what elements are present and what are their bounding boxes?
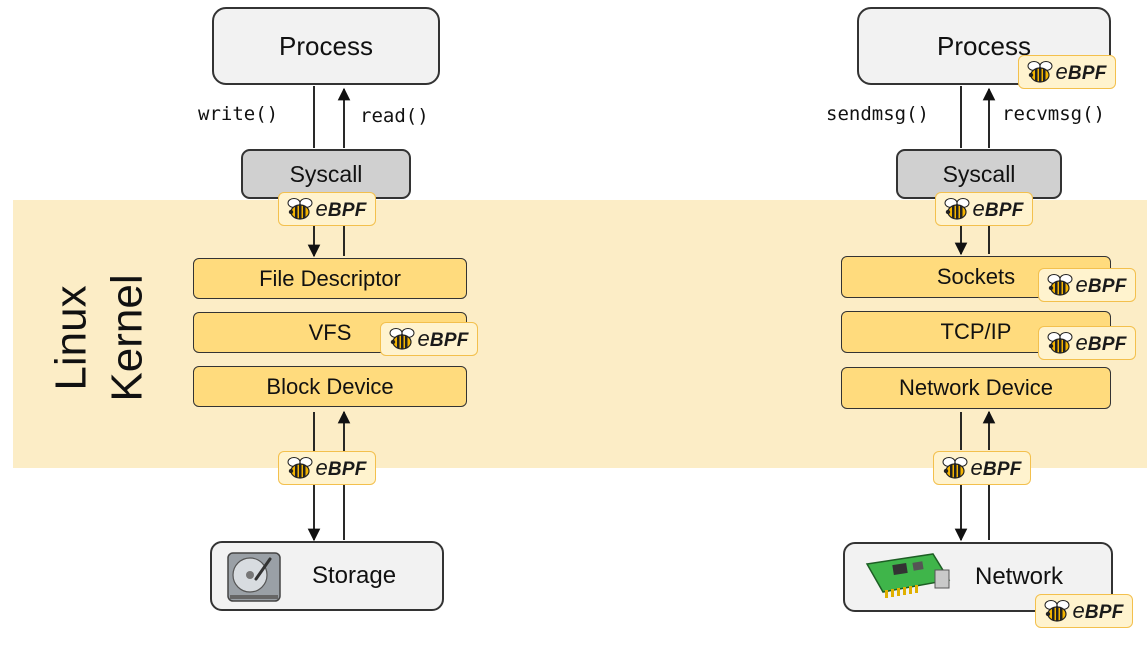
write-call: write() bbox=[198, 103, 279, 125]
storage-process-label: Process bbox=[279, 30, 373, 61]
ebpf-badge-block-device: eBPF bbox=[278, 451, 376, 485]
network-card-icon bbox=[865, 553, 951, 598]
network-process-label: Process bbox=[937, 30, 1031, 61]
recvmsg-call: recvmsg() bbox=[1002, 103, 1105, 125]
block-device-label: Block Device bbox=[266, 373, 394, 399]
hard-disk-icon bbox=[227, 552, 281, 602]
storage-syscall-label: Syscall bbox=[289, 160, 363, 187]
storage-device-box: Storage bbox=[210, 541, 444, 611]
bee-icon bbox=[287, 197, 313, 221]
storage-process-box: Process bbox=[212, 7, 440, 85]
bee-icon bbox=[1047, 331, 1073, 355]
ebpf-badge-network: eBPF bbox=[1035, 594, 1133, 628]
ebpf-badge-sockets: eBPF bbox=[1038, 268, 1136, 302]
bee-icon bbox=[1027, 60, 1053, 84]
network-syscall-box: Syscall bbox=[896, 149, 1062, 199]
bee-icon bbox=[944, 197, 970, 221]
network-label: Network bbox=[975, 563, 1064, 590]
network-process-box: Process bbox=[857, 7, 1111, 85]
sockets-label: Sockets bbox=[936, 264, 1016, 289]
bee-icon bbox=[389, 327, 415, 351]
ebpf-badge-network-syscall: eBPF bbox=[935, 192, 1033, 226]
sendmsg-call: sendmsg() bbox=[826, 103, 929, 125]
network-device-layer: Network Device bbox=[841, 367, 1111, 409]
ebpf-badge-tcpip: eBPF bbox=[1038, 326, 1136, 360]
block-device-layer: Block Device bbox=[193, 366, 467, 407]
storage-label: Storage bbox=[312, 562, 397, 589]
tcpip-label: TCP/IP bbox=[940, 319, 1012, 344]
read-call: read() bbox=[360, 105, 429, 127]
bee-icon bbox=[1044, 599, 1070, 623]
bee-icon bbox=[1047, 273, 1073, 297]
file-descriptor-layer: File Descriptor bbox=[193, 258, 467, 299]
ebpf-badge-process: eBPF bbox=[1018, 55, 1116, 89]
vfs-label: VFS bbox=[308, 319, 352, 345]
bee-icon bbox=[942, 456, 968, 480]
file-descriptor-label: File Descriptor bbox=[259, 265, 401, 291]
network-syscall-label: Syscall bbox=[942, 160, 1016, 187]
bee-icon bbox=[287, 456, 313, 480]
ebpf-badge-vfs: eBPF bbox=[380, 322, 478, 356]
ebpf-badge-network-device: eBPF bbox=[933, 451, 1031, 485]
ebpf-badge-storage-syscall: eBPF bbox=[278, 192, 376, 226]
network-device-label: Network Device bbox=[898, 375, 1054, 400]
